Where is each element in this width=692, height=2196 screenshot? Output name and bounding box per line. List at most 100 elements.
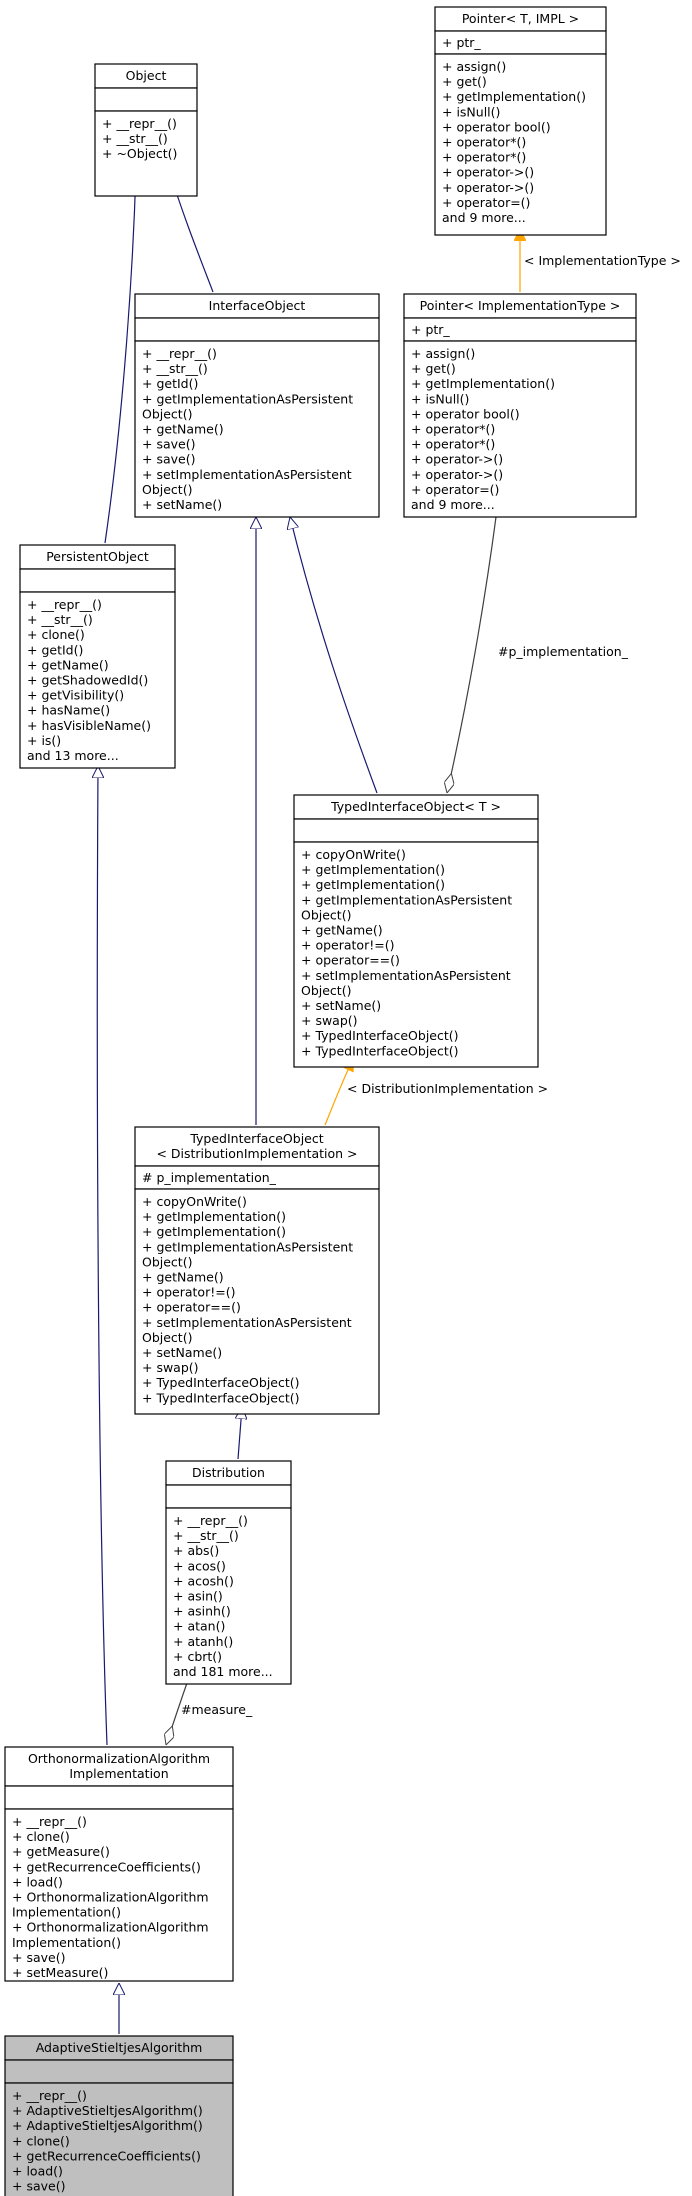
class-method: + isNull() [442, 104, 500, 119]
class-method: + abs() [173, 1543, 219, 1558]
class-methods-compartment [4, 1808, 234, 1982]
class-nodes: Object+ __repr__()+ __str__()+ ~Object()… [4, 6, 637, 2196]
edge-distribution-to-typedinterfaceobject-dist [238, 1407, 242, 1460]
class-method: + __repr__() [27, 597, 102, 612]
class-pointer-implementationtype[interactable]: Pointer< ImplementationType >+ ptr_+ ass… [403, 293, 637, 518]
class-methods-compartment [293, 841, 539, 1068]
class-method: + TypedInterfaceObject() [142, 1375, 300, 1390]
class-method: + operator!=() [142, 1285, 235, 1300]
class-attribute: + ptr_ [442, 35, 481, 50]
class-method: and 9 more... [442, 210, 526, 225]
class-method: + getRecurrenceCoefficients() [12, 1859, 201, 1874]
class-attributes-compartment [4, 1785, 234, 1810]
class-object[interactable]: Object+ __repr__()+ __str__()+ ~Object() [94, 63, 198, 197]
class-attributes-compartment [19, 568, 176, 593]
class-methods-compartment [4, 2082, 234, 2196]
edge-pointer-usage-p-implementation [447, 516, 497, 793]
class-method: and 9 more... [411, 497, 495, 512]
class-method: + operator=() [411, 482, 499, 497]
class-title: TypedInterfaceObject [189, 1131, 323, 1146]
edge-persistentobject-to-object [104, 170, 136, 544]
class-method: + operator==() [301, 953, 400, 968]
class-title: Implementation [69, 1766, 168, 1781]
class-typedinterfaceobject-distribution[interactable]: TypedInterfaceObject< DistributionImplem… [134, 1126, 380, 1415]
class-title: PersistentObject [46, 549, 149, 564]
class-method: + __repr__() [12, 2088, 87, 2103]
class-method: + assign() [411, 346, 475, 361]
edge-ortho-to-persistentobject [97, 766, 108, 1746]
class-method: + save() [142, 452, 195, 467]
class-method: + copyOnWrite() [301, 847, 406, 862]
class-method: + swap() [301, 1013, 358, 1028]
class-method: + get() [411, 361, 456, 376]
class-method: + clone() [12, 2133, 70, 2148]
class-method: + get() [442, 74, 487, 89]
class-method: + operator*() [411, 437, 495, 452]
class-method: + operator->() [442, 165, 534, 180]
class-methods-compartment [134, 1188, 380, 1415]
class-methods-compartment [434, 53, 607, 236]
class-method: + getMeasure() [12, 1844, 110, 1859]
class-method: + is() [27, 733, 61, 748]
class-method: + operator==() [142, 1300, 241, 1315]
class-title-compartment [19, 544, 176, 570]
edge-typedinterfaceobject-t-to-interfaceobject [290, 517, 378, 794]
class-methods-compartment [134, 340, 380, 518]
class-typedinterfaceobject-t[interactable]: TypedInterfaceObject< T > + copyOnWrite()… [293, 794, 539, 1068]
class-method: + getName() [27, 657, 109, 672]
class-method: + setName() [142, 1345, 222, 1360]
class-method: + acosh() [173, 1573, 234, 1588]
class-method: + __str__() [173, 1528, 239, 1543]
class-method: + setImplementationAsPersistent [301, 968, 511, 983]
class-method: + __repr__() [173, 1513, 248, 1528]
class-method: Object() [142, 406, 192, 421]
class-method: and 13 more... [27, 748, 119, 763]
class-persistentobject[interactable]: PersistentObject + __repr__()+ __str__() +… [19, 544, 176, 769]
class-title: Pointer< ImplementationType > [420, 298, 621, 313]
class-method: + acos() [173, 1558, 226, 1573]
class-method: + cbrt() [173, 1649, 222, 1664]
class-method: + setName() [301, 998, 381, 1013]
class-method: + getImplementation() [301, 877, 445, 892]
class-adaptivestieltjesalgorithm[interactable]: AdaptiveStieltjesAlgorithm + __repr__() + … [4, 2035, 234, 2196]
class-title-compartment [403, 293, 637, 319]
class-method: + getImplementationAsPersistent [142, 391, 353, 406]
class-method: + TypedInterfaceObject() [301, 1043, 459, 1058]
class-pointer-t-impl[interactable]: Pointer< T, IMPL >+ ptr_+ assign()+ get(… [434, 6, 607, 236]
class-method: + hasVisibleName() [27, 718, 151, 733]
class-method: + operator bool() [411, 406, 520, 421]
class-method: and 181 more... [173, 1664, 273, 1679]
class-method: Object() [301, 907, 351, 922]
edges [97, 170, 520, 2034]
class-method: + AdaptiveStieltjesAlgorithm() [12, 2118, 203, 2133]
class-orthonormalizationalgorithmimplementation[interactable]: OrthonormalizationAlgorithmImplementatio… [4, 1746, 234, 1982]
class-title-compartment [134, 1126, 380, 1167]
class-method: + __str__() [27, 612, 93, 627]
class-title: TypedInterfaceObject< T > [330, 799, 501, 814]
class-attribute: # p_implementation_ [142, 1170, 277, 1185]
class-attributes-compartment [94, 87, 198, 112]
class-method: + swap() [142, 1360, 199, 1375]
class-method: + __repr__() [142, 346, 217, 361]
class-method: + load() [12, 2164, 63, 2179]
class-method: + clone() [12, 1829, 70, 1844]
class-method: Implementation() [12, 1905, 121, 1920]
class-attributes-compartment [4, 2059, 234, 2084]
class-method: + save() [142, 437, 195, 452]
class-method: + asinh() [173, 1604, 231, 1619]
class-method: + hasName() [27, 703, 110, 718]
class-distribution[interactable]: Distribution+ __repr__()+ __str__()+ abs… [165, 1460, 292, 1685]
class-method: + operator=() [442, 195, 530, 210]
class-title: Pointer< T, IMPL > [462, 11, 579, 26]
class-interfaceobject[interactable]: InterfaceObject+ __repr__()+ __str__()+ … [134, 293, 380, 518]
class-attributes-compartment [165, 1484, 292, 1509]
class-attributes-compartment [134, 317, 380, 342]
class-method: + getImplementation() [142, 1209, 286, 1224]
class-method: + asin() [173, 1589, 223, 1604]
class-method: + getName() [301, 923, 383, 938]
class-method: + save() [12, 2179, 65, 2194]
class-title-compartment [4, 1746, 234, 1787]
edge-label-implementation-type: < ImplementationType > [524, 253, 681, 268]
class-title: AdaptiveStieltjesAlgorithm [36, 2040, 203, 2055]
